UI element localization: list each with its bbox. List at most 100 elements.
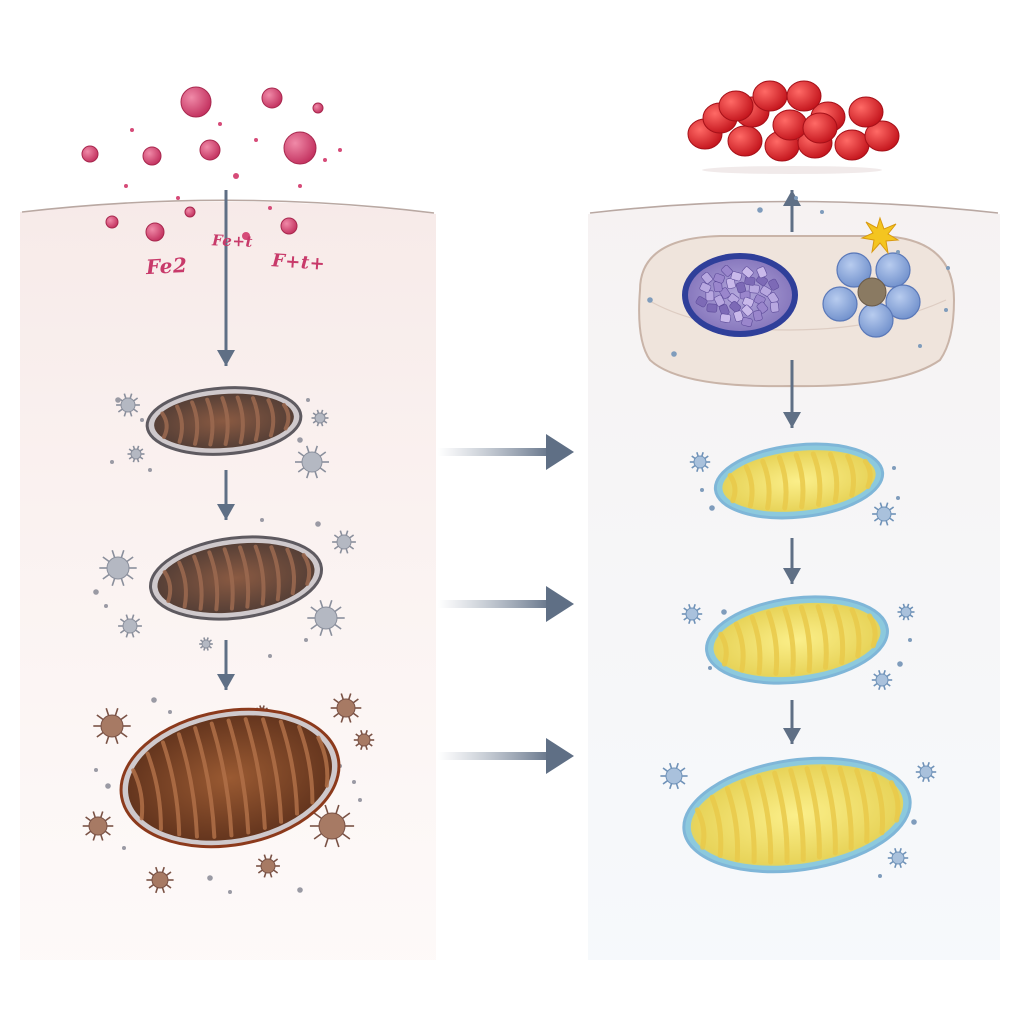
dot [122,846,126,850]
nucleus-granule [756,274,768,287]
iron-particle [283,131,317,165]
dot [168,710,172,714]
virus-particle [127,445,145,463]
nucleus-granule [713,273,725,284]
iron-particle [199,139,221,161]
iron-particle [242,232,250,240]
dot [207,875,213,881]
nucleus-granule [741,266,754,279]
dot [892,466,896,470]
iron-particle [233,173,239,179]
iron-particles [81,86,342,242]
arrow-down-icon [783,728,801,744]
dot [260,518,264,522]
red-cell [727,125,763,157]
virus-particle [330,693,362,723]
dot [228,890,232,894]
dot [671,351,677,357]
nucleus-granules [695,265,780,327]
red-cell [772,109,808,141]
dot [708,666,712,670]
nucleus-granule [735,281,747,294]
iron-particle [298,184,302,188]
nucleus-granule [756,266,768,279]
dot [918,344,922,348]
iron-particle [254,138,258,142]
red-cell [834,129,870,161]
virus-particle [915,762,937,782]
dot [115,397,121,403]
iron-particle [180,86,212,118]
iron-particle [280,217,298,235]
iron-particle [176,196,180,200]
nucleus-granule [699,282,712,294]
damaged-mitochondrion [149,535,323,621]
virus-particle [199,637,213,651]
arrow-right-icon [546,434,574,470]
arrow-down-icon [783,412,801,428]
red-cell [802,112,838,144]
dot [700,488,704,492]
virus-particle [93,707,131,745]
mitochondria [119,386,912,874]
dot [896,496,900,500]
dot [897,661,903,667]
dot [908,638,912,642]
virus-particle [689,452,711,472]
healthy-mitochondrion [705,595,889,685]
virus-particle [146,866,174,894]
damaged-mitochondrion [145,386,303,456]
dot [944,308,948,312]
flower-organelle [822,252,921,338]
arrow-shaft [438,448,554,456]
virus-particle [872,502,896,526]
nucleus-granule [752,309,763,322]
virus-particle [309,804,355,848]
healthy-mitochondrion [682,756,912,874]
red-cell [786,80,822,112]
virus-particle [887,848,909,868]
dot [151,697,157,703]
nucleus-granule [769,301,780,313]
nucleus-granule [705,290,715,302]
arrow-down-icon [217,504,235,520]
dot [104,604,108,608]
dot [93,589,99,595]
virus-particle [897,603,915,621]
nucleus-granule [729,301,742,313]
dot [896,250,900,254]
dot [297,437,303,443]
nucleus-granule [741,304,754,317]
arrow-down-icon [783,568,801,584]
nucleus-granule [721,265,733,277]
arrow-right-icon [546,586,574,622]
dot [794,196,798,200]
dot [721,609,727,615]
nucleus-granule [701,272,713,284]
nucleus-granule [730,271,743,282]
dot [878,874,882,878]
arrow-right-icon [546,738,574,774]
nucleus-granule [726,277,736,289]
arrow-down-icon [217,350,235,366]
nucleus-granule [695,296,708,308]
nucleus-granule [706,303,718,313]
dot [757,207,763,213]
dot [94,768,98,772]
iron-particle [142,146,162,166]
iron-label-feplus: F+t+ [271,250,326,275]
virus-particle [256,854,280,878]
dot [148,468,152,472]
red-blood-cell-cluster [687,80,900,174]
damaged-mitochondrion [119,707,341,849]
virus-particle [295,445,329,479]
dot [304,638,308,642]
iron-particle [184,206,196,218]
dot [647,297,653,303]
red-cell [718,90,754,122]
iron-particle [145,222,165,242]
dot [110,460,114,464]
dot [140,418,144,422]
dot [946,266,950,270]
